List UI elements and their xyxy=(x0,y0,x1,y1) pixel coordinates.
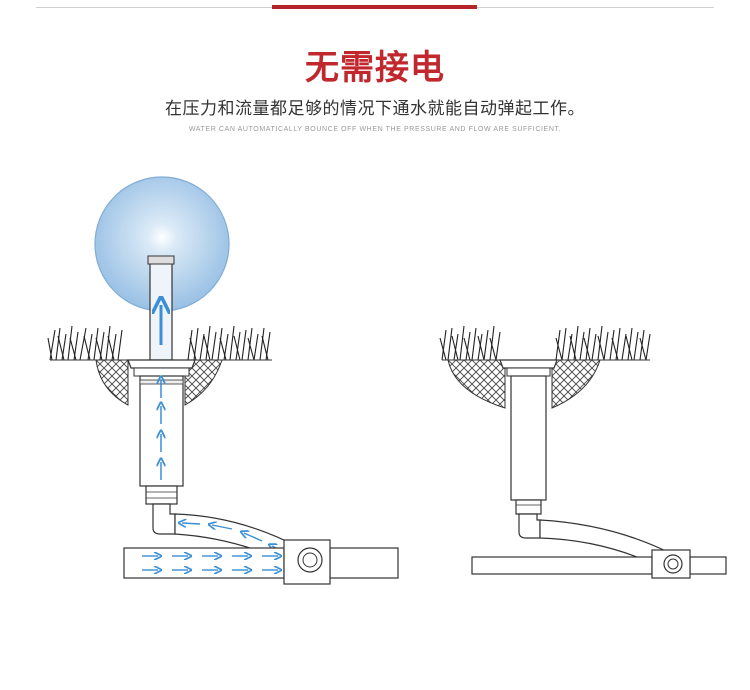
sprinkler-cap-left xyxy=(127,359,196,369)
main-pipe-left xyxy=(123,547,285,579)
elbow-fitting-left xyxy=(152,503,176,535)
grass-left xyxy=(47,325,271,361)
page-subtitle: 在压力和流量都足够的情况下通水就能自动弹起工作。 xyxy=(165,99,585,119)
elbow-fitting-right xyxy=(518,513,541,539)
active-sprinkler-diagram xyxy=(47,176,399,585)
inactive-sprinkler-diagram xyxy=(439,325,727,579)
english-caption: WATER CAN AUTOMATICALLY BOUNCE OFF WHEN … xyxy=(188,126,562,133)
page-title: 无需接电 xyxy=(305,48,445,88)
sprinkler-cap-right xyxy=(499,359,558,369)
top-accent-bar xyxy=(272,5,477,9)
main-pipe-right xyxy=(471,556,653,575)
sprinkler-body-right xyxy=(510,375,547,501)
grass-right xyxy=(439,325,651,361)
soil-mound-right xyxy=(447,359,601,409)
